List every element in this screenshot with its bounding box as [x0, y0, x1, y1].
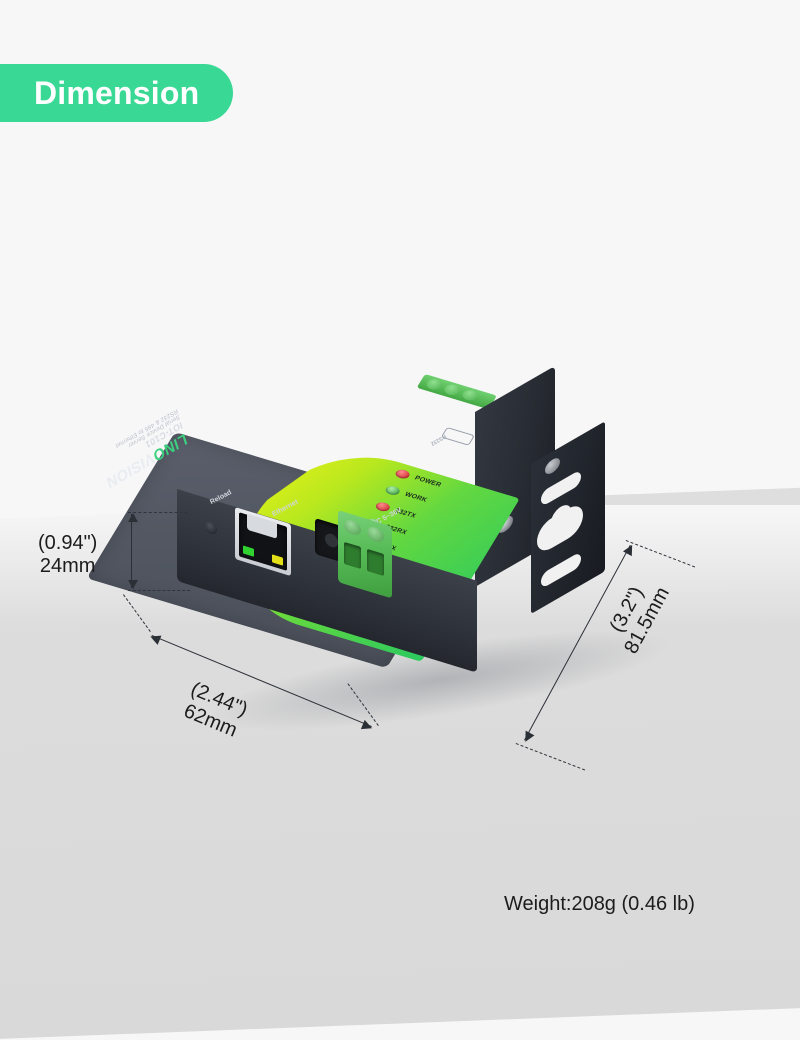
led-label: POWER: [413, 474, 443, 489]
terminal-slot: [367, 548, 384, 577]
rj45-activity-led: [272, 554, 283, 566]
bracket-slot: [541, 551, 581, 590]
height-arrow: [127, 513, 138, 589]
dimension-badge: Dimension: [0, 64, 234, 122]
height-guide-top: [128, 512, 188, 513]
height-dimension-label: (0.94") 24mm: [38, 532, 97, 578]
bracket-screw-icon: [545, 455, 560, 477]
terminal-screw-icon: [367, 524, 384, 545]
bracket-keyhole: [537, 499, 583, 557]
dimension-badge-label: Dimension: [34, 75, 200, 111]
led-power-icon: [393, 468, 412, 480]
height-guide-bottom: [128, 590, 190, 591]
led-label: WORK: [403, 491, 429, 504]
dimension-diagram-page: Dimension LINOVISION IOT-C101 Serial Dev…: [0, 0, 800, 1000]
rear-terminal-block: [416, 374, 497, 410]
height-imperial: (0.94"): [38, 532, 98, 554]
weight-label: Weight:208g (0.46 lb): [504, 893, 695, 915]
rj45-cavity: [239, 512, 287, 571]
rs232-port-label: RS232: [429, 432, 447, 447]
height-metric: 24mm: [39, 555, 96, 577]
bracket-slot: [541, 469, 581, 508]
rj45-link-led: [243, 545, 254, 557]
terminal-screw-icon: [344, 517, 361, 538]
led-232tx-icon: [373, 500, 392, 513]
product-device: LINOVISION IOT-C101 Serial Device Server…: [86, 365, 695, 702]
terminal-slot: [344, 541, 361, 570]
led-work-icon: [383, 484, 402, 497]
